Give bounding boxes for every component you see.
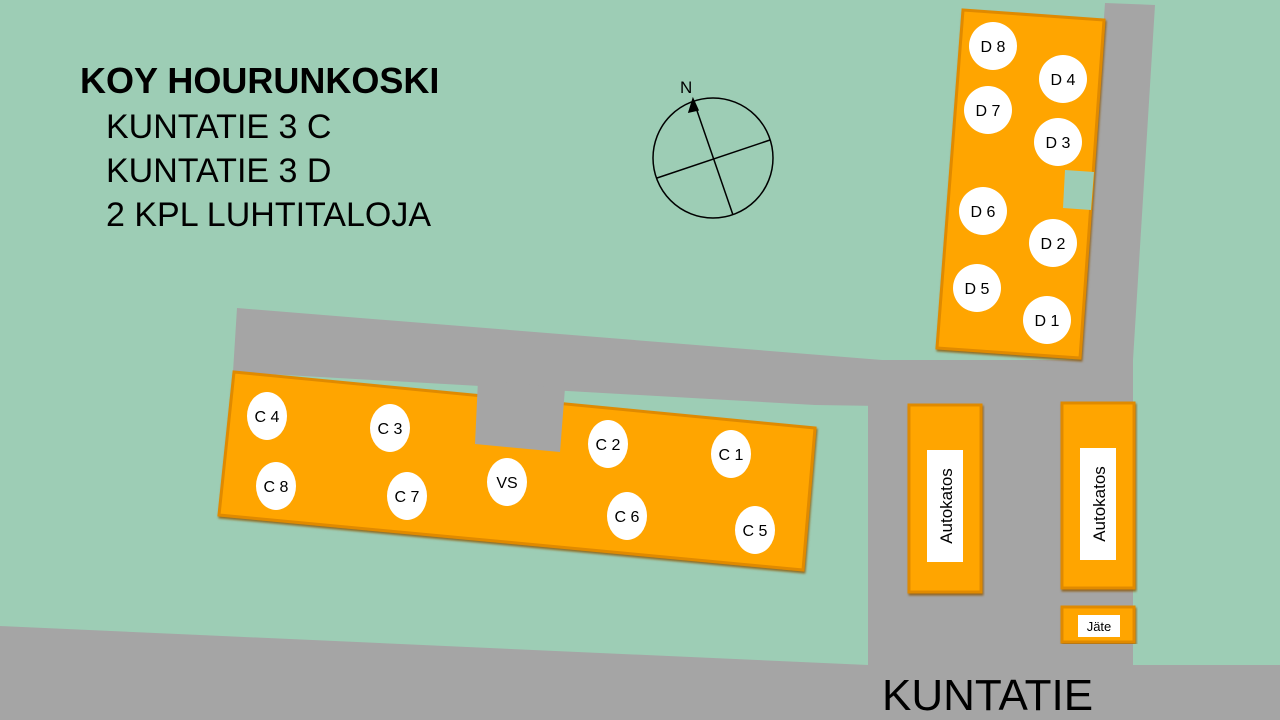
unit-marker: [953, 264, 1001, 312]
unit-label: C 4: [255, 409, 280, 426]
road-kuntatie: [0, 626, 1280, 720]
carport-1-label-bg: [927, 450, 963, 562]
compass-icon: [652, 96, 774, 219]
unit-label: D 5: [965, 281, 990, 298]
unit-marker: [735, 506, 775, 554]
units-c: C 4 C 3 C 2 C 1 C 8 C 7 VS C 6 C 5: [247, 392, 775, 554]
unit-label: D 3: [1046, 135, 1071, 152]
page-title: KOY HOURUNKOSKI: [80, 60, 440, 101]
unit-marker: [487, 458, 527, 506]
building-d-notch: [1063, 170, 1094, 210]
unit-marker: [711, 430, 751, 478]
unit-label: C 2: [596, 437, 621, 454]
carport-2-label-bg: [1080, 448, 1116, 560]
unit-label: D 6: [971, 204, 996, 221]
unit-label: C 5: [743, 523, 768, 540]
unit-marker: [387, 472, 427, 520]
unit-marker: [588, 420, 628, 468]
carport-1-label: Autokatos: [937, 468, 956, 544]
subtitle-3: 2 KPL LUHTITALOJA: [106, 196, 431, 234]
unit-marker: [247, 392, 287, 440]
waste-label-bg: [1078, 615, 1120, 637]
unit-marker: [969, 22, 1017, 70]
unit-label: D 1: [1035, 313, 1060, 330]
unit-label: D 8: [981, 39, 1006, 56]
unit-label: D 4: [1051, 72, 1076, 89]
unit-label: VS: [496, 475, 517, 492]
unit-marker: [1034, 118, 1082, 166]
unit-label: C 7: [395, 489, 420, 506]
unit-marker: [1023, 296, 1071, 344]
unit-label: C 8: [264, 479, 289, 496]
unit-marker: [370, 404, 410, 452]
waste-label: Jäte: [1087, 619, 1112, 634]
subtitle-1: KUNTATIE 3 C: [106, 108, 332, 146]
unit-label: C 3: [378, 421, 403, 438]
unit-label: C 1: [719, 447, 744, 464]
unit-marker: [607, 492, 647, 540]
compass-north-label: N: [680, 78, 692, 97]
subtitle-2: KUNTATIE 3 D: [106, 152, 332, 190]
unit-label: D 7: [976, 103, 1001, 120]
units-d: D 8 D 4 D 7 D 3 D 6 D 2 D 5 D 1: [953, 22, 1087, 344]
carport-2-label: Autokatos: [1090, 466, 1109, 542]
unit-label: D 2: [1041, 236, 1066, 253]
unit-marker: [959, 187, 1007, 235]
street-label: KUNTATIE: [882, 671, 1093, 720]
building-c-notch: [475, 380, 565, 452]
unit-marker: [256, 462, 296, 510]
unit-marker: [1029, 219, 1077, 267]
unit-label: C 6: [615, 509, 640, 526]
unit-marker: [964, 86, 1012, 134]
unit-marker: [1039, 55, 1087, 103]
